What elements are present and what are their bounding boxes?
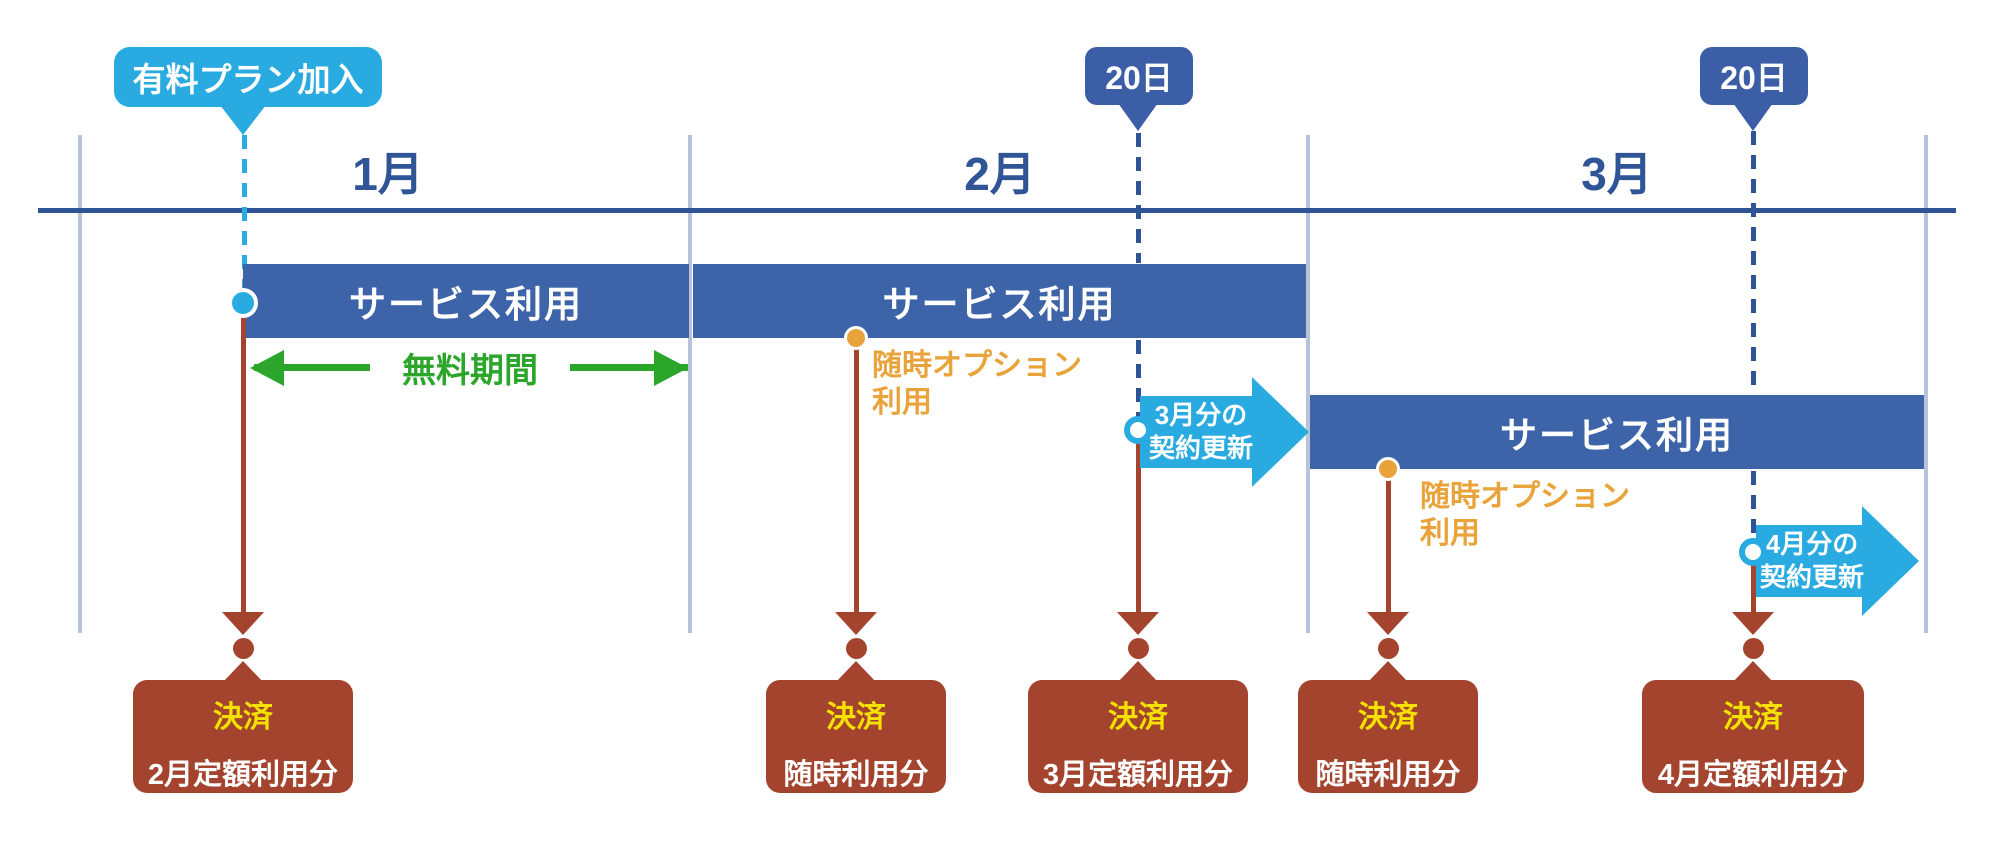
- option-use-line1: 随時オプション: [1420, 480, 1630, 513]
- payment-box-pointer-2: [836, 661, 876, 682]
- join-dashed-line: [242, 135, 247, 288]
- payment-line-2: [854, 338, 859, 614]
- free-period-label: 無料期間: [370, 347, 570, 390]
- payment-arrowhead-icon-4: [1367, 612, 1409, 635]
- payment-box-pointer-4: [1368, 661, 1408, 682]
- renewal-arrow-mar-body: [1140, 396, 1252, 468]
- day20-badge-feb: 20日: [1085, 47, 1193, 105]
- renewal-line2: 契約更新: [1759, 562, 1864, 592]
- payment-arrowhead-icon-5: [1732, 612, 1774, 635]
- option-use-dot-mar: [1376, 457, 1400, 481]
- payment-dot-4: [1378, 638, 1399, 659]
- payment-title: 決済: [213, 701, 273, 734]
- renewal-line1: 4月分の: [1765, 529, 1859, 559]
- renewal-dot-mar: [1124, 416, 1152, 444]
- day20-badge-mar-pointer: [1733, 103, 1773, 131]
- day20-feb-dashed-line-upper: [1136, 133, 1141, 263]
- month-label-jan: 1月: [352, 148, 424, 200]
- payment-line-5: [1751, 552, 1756, 614]
- day20-mar-dashed-line-lower: [1751, 471, 1756, 538]
- option-use-line2: 利用: [1420, 517, 1480, 550]
- payment-box-mar-fixed: 決済 3月定額利用分: [1028, 680, 1248, 793]
- payment-arrowhead-icon-1: [222, 612, 264, 635]
- payment-box-pointer-1: [223, 661, 263, 682]
- payment-dot-5: [1743, 638, 1764, 659]
- renewal-dot-apr: [1739, 538, 1767, 566]
- payment-label: 4月定額利用分: [1657, 759, 1849, 791]
- service-bar-feb: サービス利用: [693, 264, 1306, 338]
- free-period-arrow-left-icon: [250, 350, 284, 386]
- option-use-label-mar: 随時オプション 利用: [1420, 478, 1630, 552]
- service-bar-mar: サービス利用: [1310, 395, 1924, 469]
- payment-line-3: [1136, 430, 1141, 614]
- payment-arrowhead-icon-3: [1117, 612, 1159, 635]
- option-use-label-feb: 随時オプション 利用: [872, 347, 1082, 421]
- payment-line-1: [241, 300, 246, 614]
- payment-box-pointer-5: [1733, 661, 1773, 682]
- renewal-arrow-apr-label: 4月分の 契約更新: [1750, 528, 1874, 594]
- payment-dot-1: [233, 638, 254, 659]
- renewal-line1: 3月分の: [1154, 400, 1248, 430]
- payment-arrowhead-icon-2: [835, 612, 877, 635]
- join-plan-badge-pointer: [220, 105, 266, 135]
- month-label-feb: 2月: [964, 148, 1036, 200]
- renewal-arrow-apr-body: [1756, 525, 1862, 597]
- payment-box-feb-fixed: 決済 2月定額利用分: [133, 680, 353, 793]
- renewal-arrow-mar-tip-icon: [1252, 377, 1309, 487]
- month-label-mar: 3月: [1581, 148, 1653, 200]
- payment-box-pointer-3: [1118, 661, 1158, 682]
- option-use-line1: 随時オプション: [872, 349, 1082, 382]
- payment-label: 3月定額利用分: [1042, 759, 1234, 791]
- payment-dot-3: [1128, 638, 1149, 659]
- payment-box-mar-option: 決済 随時利用分: [1298, 680, 1478, 793]
- payment-line-4: [1386, 469, 1391, 614]
- option-use-line2: 利用: [872, 386, 932, 419]
- renewal-arrow-mar-label: 3月分の 契約更新: [1136, 399, 1266, 465]
- option-use-dot-feb: [844, 326, 868, 350]
- payment-title: 決済: [826, 701, 886, 734]
- renewal-line2: 契約更新: [1148, 433, 1253, 463]
- renewal-arrow-apr-tip-icon: [1862, 506, 1919, 616]
- payment-title: 決済: [1358, 701, 1418, 734]
- free-period-arrow-right-icon: [654, 350, 688, 386]
- month-divider-2: [688, 135, 692, 633]
- month-divider-4: [1924, 135, 1928, 633]
- payment-title: 決済: [1108, 701, 1168, 734]
- payment-label: 随時利用分: [783, 759, 929, 791]
- join-plan-badge: 有料プラン加入: [114, 47, 382, 107]
- day20-badge-feb-pointer: [1118, 103, 1158, 131]
- payment-box-apr-fixed: 決済 4月定額利用分: [1642, 680, 1864, 793]
- payment-dot-2: [846, 638, 867, 659]
- join-start-dot: [228, 288, 258, 318]
- payment-label: 随時利用分: [1315, 759, 1461, 791]
- day20-badge-mar: 20日: [1700, 47, 1808, 105]
- payment-label: 2月定額利用分: [147, 759, 339, 791]
- payment-title: 決済: [1723, 701, 1783, 734]
- service-bar-jan: サービス利用: [243, 264, 689, 338]
- timeline-axis: [38, 208, 1956, 213]
- day20-feb-dashed-line-lower: [1136, 340, 1141, 417]
- month-divider-1: [78, 135, 82, 633]
- payment-box-feb-option: 決済 随時利用分: [766, 680, 946, 793]
- day20-mar-dashed-line-upper: [1751, 131, 1756, 395]
